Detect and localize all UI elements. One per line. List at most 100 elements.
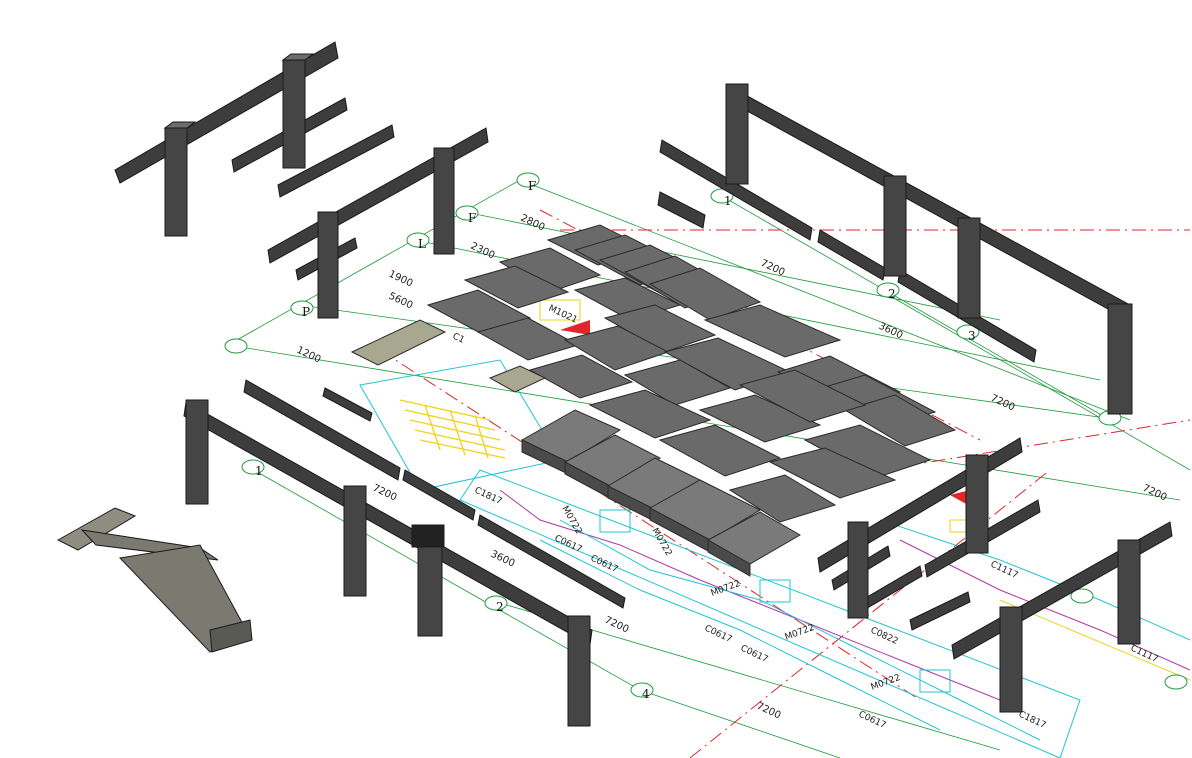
column — [883, 175, 907, 277]
dim-1900: 1900 — [387, 269, 415, 290]
axis-tag: P — [302, 305, 310, 319]
stair-landing — [56, 507, 137, 551]
stair-landing — [209, 619, 253, 653]
grid-bubble — [241, 459, 265, 475]
grid-line — [464, 211, 1001, 321]
dim-3600: 3600 — [489, 549, 517, 570]
axis-tag: 2 — [888, 287, 896, 301]
beam — [861, 565, 923, 611]
beam — [659, 139, 813, 241]
partition-line — [559, 519, 1041, 741]
axis-tags: F F L P 1 2 3 1 2 4 — [255, 179, 976, 701]
toilet-fixture — [919, 669, 951, 693]
label-m0722: M0722 — [710, 579, 742, 599]
column — [847, 521, 869, 619]
precast-panel — [488, 365, 547, 393]
dim-7200: 7200 — [603, 615, 631, 636]
stair-plan — [399, 399, 506, 459]
door-swing — [539, 299, 581, 321]
column — [725, 83, 749, 185]
label-c1817: C1817 — [1017, 710, 1048, 731]
beam — [817, 229, 886, 281]
axis-line — [379, 349, 921, 701]
floor-slab — [463, 265, 570, 309]
floor-slab — [703, 304, 842, 358]
label-c1117: C1117 — [989, 560, 1020, 581]
column — [1117, 539, 1141, 645]
column — [433, 147, 455, 255]
grid-bubble — [484, 595, 508, 611]
beam — [909, 591, 971, 631]
label-c0617: C0617 — [857, 710, 888, 731]
grid-bubble — [1070, 588, 1094, 604]
axis-tag: 1 — [724, 194, 732, 208]
grid-line — [719, 194, 1111, 421]
floor-slab — [623, 359, 732, 406]
slabs — [426, 224, 957, 523]
step-slab-side — [707, 539, 751, 577]
partition-line — [499, 489, 1001, 701]
dim-2800: 2800 — [519, 213, 547, 234]
beam — [737, 91, 1131, 321]
label-c0617: C0617 — [739, 644, 770, 665]
floor-slab — [728, 474, 837, 523]
precast-panel — [350, 319, 447, 366]
floor-slab — [528, 354, 634, 399]
column — [1107, 303, 1133, 415]
grid-line — [519, 179, 1131, 421]
floor-slab — [658, 424, 782, 477]
floor-slab — [738, 369, 867, 423]
grid-line — [879, 289, 1191, 471]
grid-line — [227, 344, 1181, 501]
dim-3600: 3600 — [877, 321, 905, 342]
floor-slab — [768, 447, 897, 499]
column — [999, 606, 1023, 713]
stair-assembly — [56, 507, 253, 653]
beam — [477, 514, 626, 609]
stepped-slabs — [520, 409, 801, 577]
grid-bubble — [956, 324, 980, 340]
beam — [402, 469, 476, 521]
axis-tag: 3 — [968, 329, 976, 343]
structure — [114, 41, 1173, 727]
label-m0722: M0722 — [784, 623, 816, 643]
label-c1: C1 — [451, 332, 466, 346]
partition-line — [539, 539, 941, 731]
floor-slab — [648, 267, 762, 321]
axis-tag: 2 — [496, 600, 504, 614]
grid-bubble — [876, 282, 900, 298]
floor-slab — [698, 394, 822, 443]
floor-slab — [843, 394, 957, 447]
floor-slab — [426, 289, 532, 334]
axis-line — [879, 419, 1191, 471]
label-c0617: C0617 — [553, 534, 584, 555]
grid-bubble — [224, 338, 248, 354]
dim-1200: 1200 — [295, 345, 323, 366]
column — [567, 615, 591, 727]
toilet-fixture — [759, 579, 791, 603]
label-c1117: C1117 — [1129, 644, 1160, 665]
column-top — [281, 53, 315, 61]
grid-line — [639, 689, 841, 758]
connection-node — [411, 524, 445, 548]
axis-line — [689, 469, 1051, 758]
grid-bubble — [1164, 674, 1188, 690]
column-top — [163, 121, 197, 129]
beam — [657, 191, 706, 229]
label-m0722: M0722 — [559, 505, 583, 537]
floor-plan — [359, 299, 1191, 758]
partition-line — [879, 519, 1191, 641]
column — [343, 485, 367, 597]
grid-bubble — [630, 682, 654, 698]
column — [965, 454, 989, 554]
dim-5600: 5600 — [387, 291, 415, 312]
axis-tag: F — [528, 179, 536, 193]
beam — [322, 387, 373, 422]
grid-bubble — [406, 232, 430, 248]
column — [957, 217, 981, 319]
dim-2300: 2300 — [469, 241, 497, 262]
axis-tag: 1 — [255, 464, 263, 478]
section-marker — [560, 320, 590, 335]
axis-tag: 4 — [642, 687, 650, 701]
grid-bubble — [710, 188, 734, 204]
